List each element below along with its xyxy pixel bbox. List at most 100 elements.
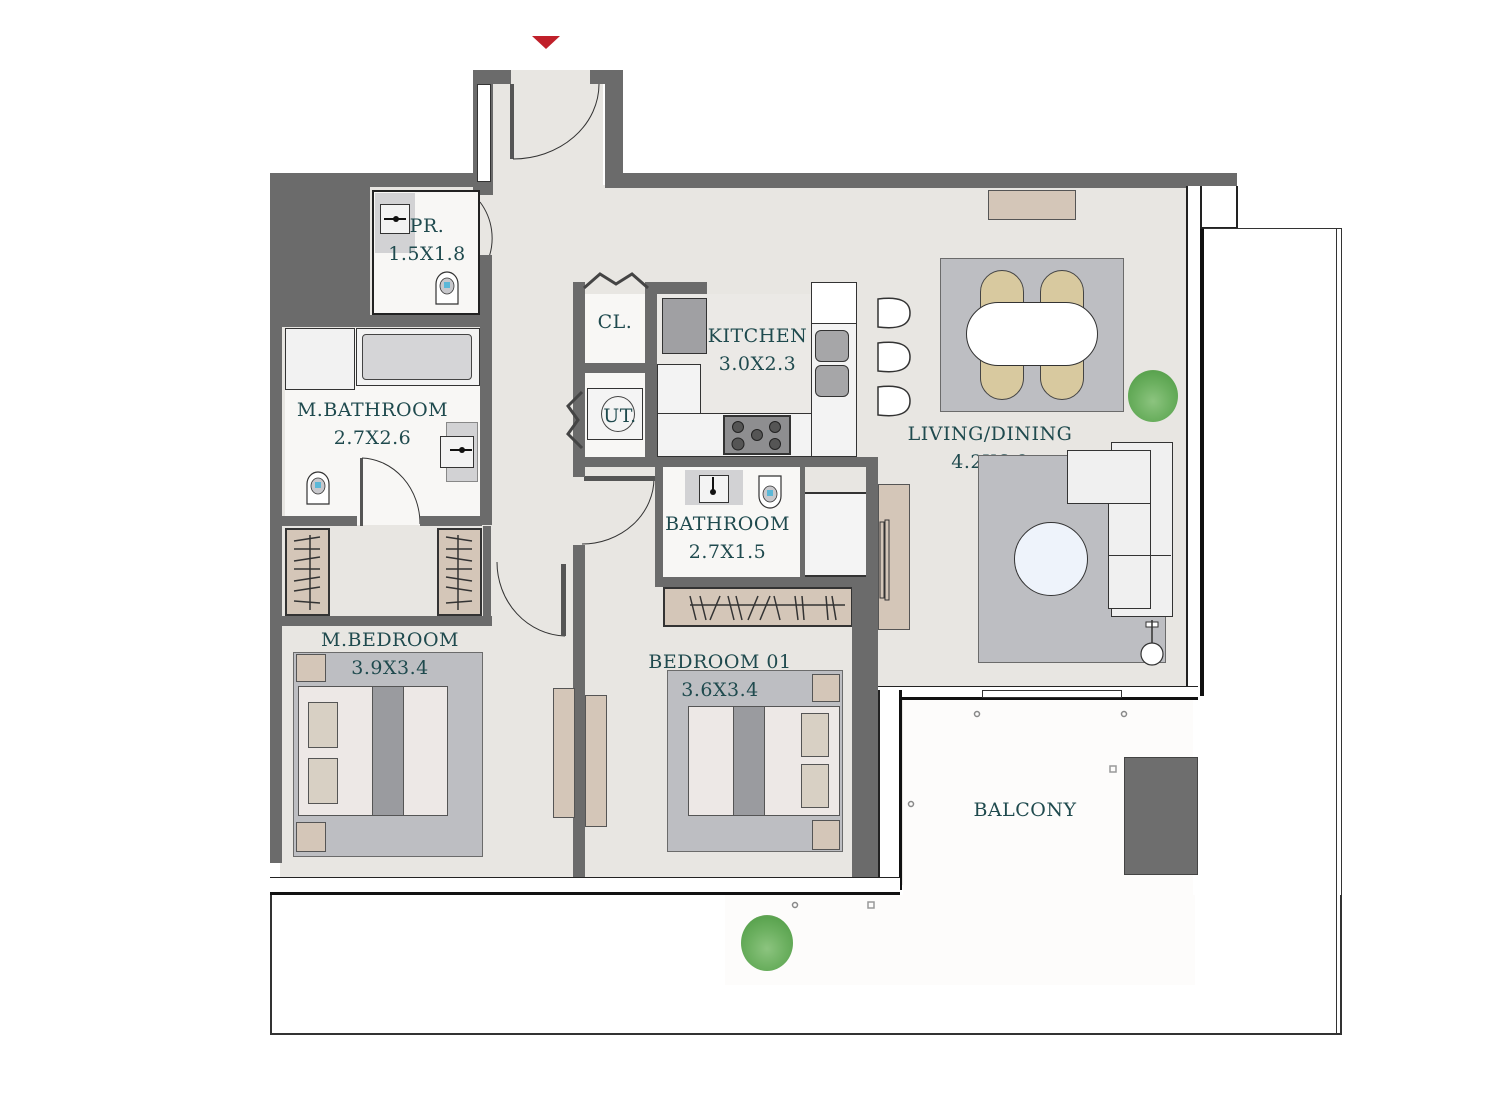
mbath-bottom-wall-2 xyxy=(420,516,482,526)
room-name: BEDROOM 01 xyxy=(648,651,792,673)
bedroom01-door-icon xyxy=(581,476,656,545)
sideboard xyxy=(988,190,1076,220)
sofa-seat xyxy=(1108,503,1151,609)
mbath-sink xyxy=(440,436,474,468)
corridor-left-wall xyxy=(480,255,492,525)
bed-runner xyxy=(733,706,765,816)
cooktop-burners-icon xyxy=(731,421,781,451)
light-fixture-icon xyxy=(1120,710,1128,718)
tv-unit-right xyxy=(585,695,607,827)
powder-door-icon xyxy=(479,201,493,261)
bathroom-bottom-wall xyxy=(663,577,878,587)
shower xyxy=(285,328,355,390)
hanger-icon xyxy=(293,535,321,610)
hanger-icon xyxy=(689,595,845,621)
refrigerator xyxy=(662,298,707,354)
wardrobe-bedroom01 xyxy=(663,587,853,627)
pillow xyxy=(801,764,829,808)
kitchen-top-wall xyxy=(645,282,707,294)
bed-runner xyxy=(372,686,404,816)
pillow xyxy=(308,702,338,748)
room-size: 3.9X3.4 xyxy=(351,657,429,679)
master-bathroom-label: M.BATHROOM 2.7X2.6 xyxy=(285,396,460,452)
room-size: 3.6X3.4 xyxy=(681,679,759,701)
kitchen-counter-right-top xyxy=(811,282,857,324)
outlet-icon xyxy=(1109,765,1117,773)
bathtub-basin xyxy=(362,334,472,380)
utility-label: UT. xyxy=(590,402,650,430)
closet-left-wall xyxy=(573,282,585,477)
utility-door-icon xyxy=(566,390,584,450)
sofa-divider xyxy=(1108,555,1171,556)
room-size: 1.5X1.8 xyxy=(388,243,466,265)
plant-icon xyxy=(1128,370,1178,422)
entry-wall-right xyxy=(605,70,623,188)
balcony-top-edge xyxy=(1204,228,1342,229)
room-name: M.BATHROOM xyxy=(296,399,449,421)
right-wall-column xyxy=(1200,186,1238,229)
room-name: LIVING/DINING xyxy=(907,423,1073,445)
left-outer-wall-lower xyxy=(270,173,282,863)
right-wall xyxy=(1186,186,1204,696)
bar-stool-icon xyxy=(877,341,911,373)
room-size: 3.0X2.3 xyxy=(718,353,797,375)
entry-wall-left-cap xyxy=(473,70,511,84)
light-fixture-icon xyxy=(791,901,799,909)
room-size: 2.7X1.5 xyxy=(688,541,767,563)
shower-right-wall xyxy=(866,467,878,587)
entrance-arrow-icon xyxy=(532,36,560,49)
nightstand xyxy=(296,822,326,852)
bottom-window-wall xyxy=(270,877,900,895)
bathroom-label: BATHROOM 2.7X1.5 xyxy=(660,510,795,566)
pillow xyxy=(801,713,829,757)
tv-unit-left xyxy=(553,688,575,818)
closet-floor xyxy=(585,294,645,364)
bedroom-divider-wall xyxy=(573,545,585,883)
mbath-bottom-wall xyxy=(282,516,357,526)
bedroom01-right-wall xyxy=(852,587,878,877)
master-bedroom-label: M.BEDROOM 3.9X3.4 xyxy=(295,626,485,682)
top-wall-right xyxy=(605,173,1237,188)
faucet-icon xyxy=(450,447,472,453)
balcony-right-edge xyxy=(1336,228,1342,1035)
bar-stool-icon xyxy=(877,385,911,417)
toilet-icon xyxy=(306,471,330,505)
room-name: M.BEDROOM xyxy=(321,629,459,651)
sofa-chaise xyxy=(1067,450,1151,504)
room-size: 2.7X2.6 xyxy=(333,427,412,449)
pillow xyxy=(308,758,338,804)
room-name: KITCHEN xyxy=(707,325,808,347)
balcony-outline xyxy=(270,895,1342,1035)
balcony-floor-lower xyxy=(725,895,1195,985)
room-name: UT. xyxy=(603,405,637,427)
room-name: BALCONY xyxy=(973,799,1077,821)
closet-ut-wall xyxy=(573,363,657,373)
bar-stool-icon xyxy=(877,297,911,329)
nightstand xyxy=(296,654,326,682)
closet-door-icon xyxy=(583,272,649,290)
washer-drum xyxy=(601,396,635,432)
faucet-icon xyxy=(710,477,716,495)
faucet-icon xyxy=(384,216,406,222)
bedroom-window-wall xyxy=(878,690,902,890)
tv-console xyxy=(878,484,910,630)
ut-bottom-wall xyxy=(573,457,878,467)
top-wall-left xyxy=(270,173,480,187)
outlet-icon xyxy=(867,901,875,909)
entry-window xyxy=(477,84,491,182)
wardrobe-base-wall xyxy=(282,616,492,626)
floor-lamp-icon xyxy=(1140,620,1164,666)
balcony-sliding-door xyxy=(982,690,1122,698)
hanger-icon xyxy=(445,535,473,610)
plant-icon xyxy=(741,915,793,971)
kitchen-sink-2 xyxy=(815,365,849,397)
light-fixture-icon xyxy=(907,800,915,808)
kitchen-sink-1 xyxy=(815,330,849,362)
room-name: CL. xyxy=(597,311,633,333)
kitchen-label: KITCHEN 3.0X2.3 xyxy=(700,322,815,378)
toilet-icon xyxy=(758,475,782,509)
bedroom01-label: BEDROOM 01 3.6X3.4 xyxy=(640,648,800,704)
closet-label: CL. xyxy=(585,308,645,336)
bathroom-right-wall xyxy=(800,467,805,577)
bathroom-left-wall xyxy=(655,467,663,587)
